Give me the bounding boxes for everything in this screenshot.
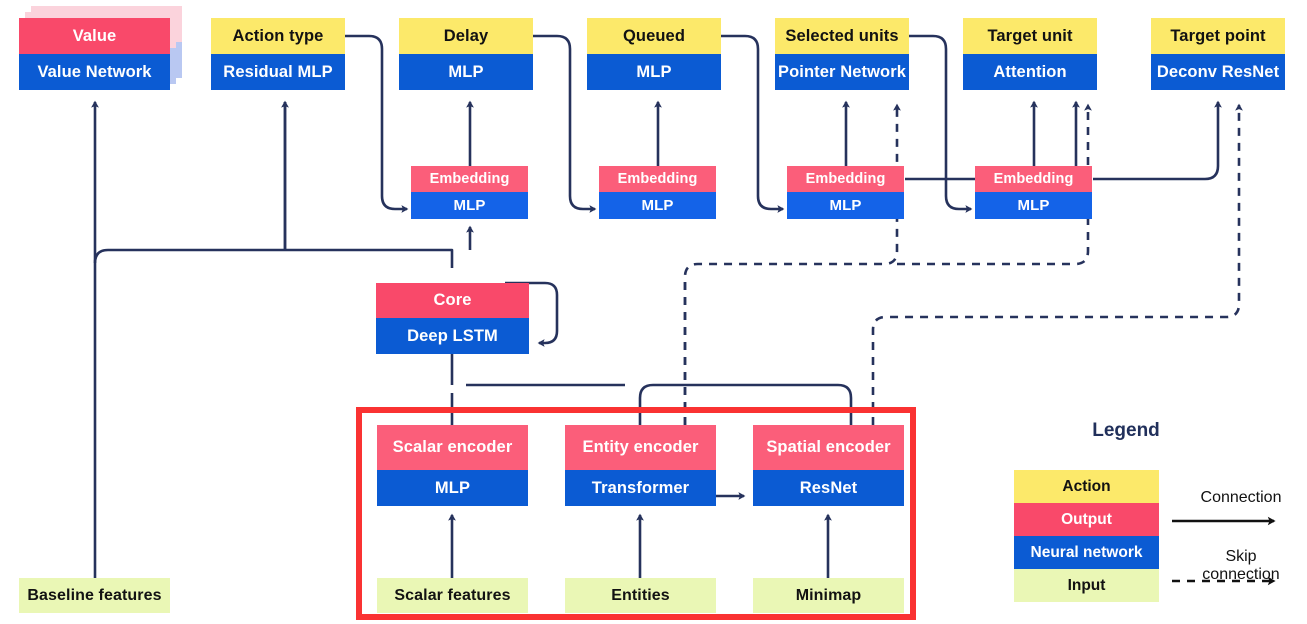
head-action-type-network: Residual MLP: [211, 54, 345, 90]
head-target-point[interactable]: Target point Deconv ResNet: [1151, 18, 1285, 90]
legend-skip-label-line2: connection: [1202, 565, 1280, 583]
head-target-unit-action: Target unit: [963, 18, 1097, 54]
head-delay[interactable]: Delay MLP: [399, 18, 533, 90]
legend-title: Legend: [1092, 420, 1160, 441]
embedding-delay-network: MLP: [411, 192, 528, 219]
embedding-selected-units[interactable]: Embedding MLP: [787, 166, 904, 219]
legend-skip-connection-label: Skip connection: [1186, 548, 1296, 584]
encoder-spatial[interactable]: Spatial encoder ResNet: [753, 425, 904, 506]
encoder-scalar-network: MLP: [377, 470, 528, 506]
input-minimap-label: Minimap: [753, 578, 904, 613]
input-scalar-features[interactable]: Scalar features: [377, 578, 528, 613]
input-baseline-features-label: Baseline features: [19, 578, 170, 613]
legend-swatches: Action Output Neural network Input: [1014, 470, 1159, 602]
head-target-point-network: Deconv ResNet: [1151, 54, 1285, 90]
head-target-unit-network: Attention: [963, 54, 1097, 90]
legend-swatch-input: Input: [1014, 569, 1159, 602]
embedding-queued-network: MLP: [599, 192, 716, 219]
head-target-unit[interactable]: Target unit Attention: [963, 18, 1097, 90]
core-output: Core: [376, 283, 529, 318]
embedding-queued[interactable]: Embedding MLP: [599, 166, 716, 219]
embedding-selected-units-network: MLP: [787, 192, 904, 219]
embedding-delay[interactable]: Embedding MLP: [411, 166, 528, 219]
head-delay-network: MLP: [399, 54, 533, 90]
encoder-spatial-output: Spatial encoder: [753, 425, 904, 470]
core-module[interactable]: Core Deep LSTM: [376, 283, 529, 354]
embedding-target-unit-network: MLP: [975, 192, 1092, 219]
head-action-type-action: Action type: [211, 18, 345, 54]
head-target-point-action: Target point: [1151, 18, 1285, 54]
embedding-target-unit-output: Embedding: [975, 166, 1092, 192]
legend-connection-label: Connection: [1200, 489, 1282, 506]
input-minimap[interactable]: Minimap: [753, 578, 904, 613]
input-entities-label: Entities: [565, 578, 716, 613]
embedding-queued-output: Embedding: [599, 166, 716, 192]
head-selected-units-network: Pointer Network: [775, 54, 909, 90]
head-selected-units[interactable]: Selected units Pointer Network: [775, 18, 909, 90]
encoder-entity-output: Entity encoder: [565, 425, 716, 470]
input-entities[interactable]: Entities: [565, 578, 716, 613]
head-delay-action: Delay: [399, 18, 533, 54]
encoder-scalar-output: Scalar encoder: [377, 425, 528, 470]
embedding-selected-units-output: Embedding: [787, 166, 904, 192]
legend-skip-label-line1: Skip: [1225, 548, 1257, 565]
head-value-action: Value: [19, 18, 170, 54]
head-queued-action: Queued: [587, 18, 721, 54]
legend-swatch-output: Output: [1014, 503, 1159, 536]
legend-swatch-action: Action: [1014, 470, 1159, 503]
core-network: Deep LSTM: [376, 318, 529, 354]
input-baseline-features[interactable]: Baseline features: [19, 578, 170, 613]
head-selected-units-action: Selected units: [775, 18, 909, 54]
head-queued-network: MLP: [587, 54, 721, 90]
head-value[interactable]: Value Value Network: [19, 18, 170, 90]
input-scalar-features-label: Scalar features: [377, 578, 528, 613]
encoder-spatial-network: ResNet: [753, 470, 904, 506]
encoder-entity[interactable]: Entity encoder Transformer: [565, 425, 716, 506]
embedding-target-unit[interactable]: Embedding MLP: [975, 166, 1092, 219]
encoder-scalar[interactable]: Scalar encoder MLP: [377, 425, 528, 506]
head-value-network: Value Network: [19, 54, 170, 90]
embedding-delay-output: Embedding: [411, 166, 528, 192]
encoder-entity-network: Transformer: [565, 470, 716, 506]
head-queued[interactable]: Queued MLP: [587, 18, 721, 90]
encoder-highlight-box: [356, 407, 916, 620]
head-action-type[interactable]: Action type Residual MLP: [211, 18, 345, 90]
legend-swatch-neural-network: Neural network: [1014, 536, 1159, 569]
legend-arrow-samples: [1172, 516, 1276, 586]
